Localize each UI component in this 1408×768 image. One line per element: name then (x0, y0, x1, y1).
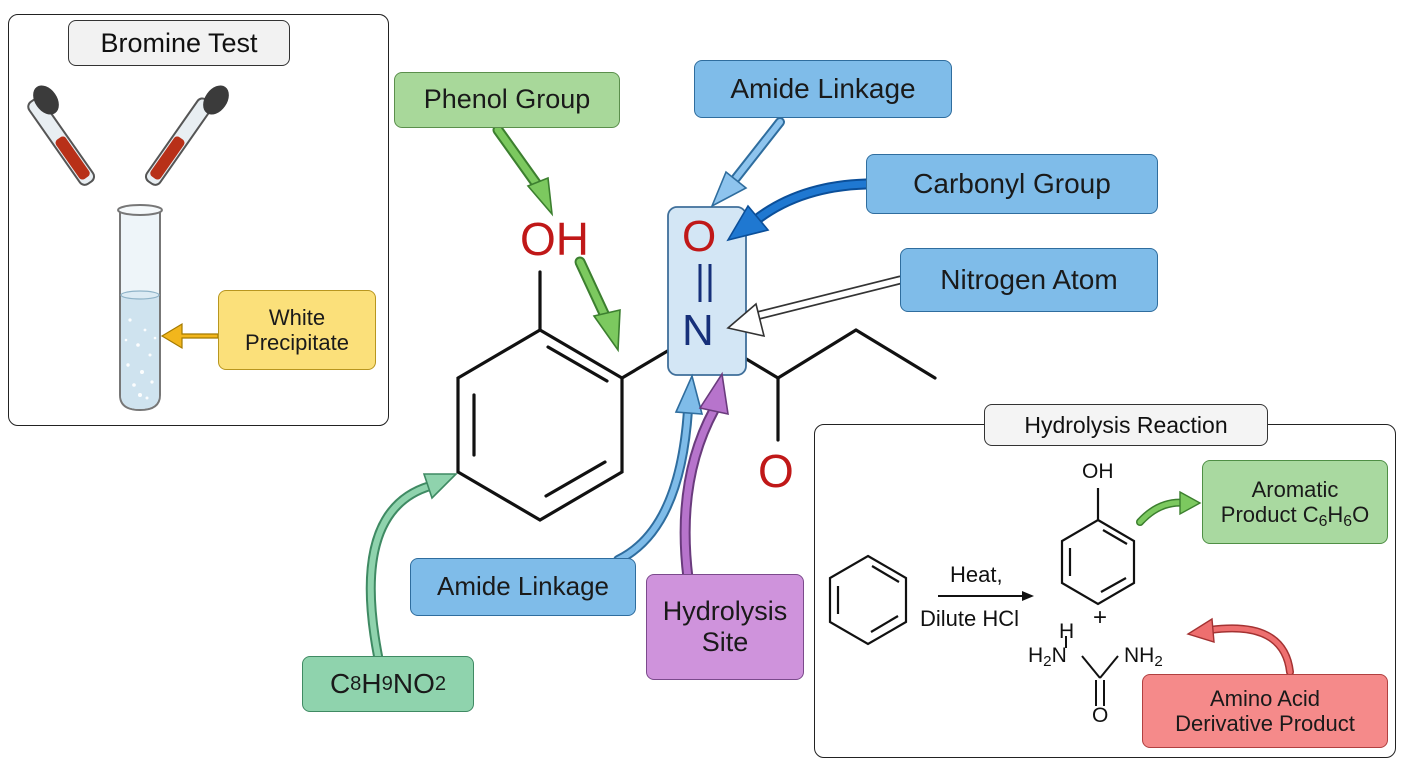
aromatic-sub-c: 6 (1318, 512, 1328, 530)
urea-structure (1065, 636, 1119, 706)
phenol-oh-label: OH (1082, 460, 1114, 483)
n-o-double-bond (698, 264, 712, 302)
urea-right-sub: 2 (1154, 652, 1163, 670)
bromine-test-panel (8, 14, 389, 426)
oh-atom-label: OH (520, 213, 589, 265)
amide-bottom-arrow (613, 373, 704, 565)
plus-sign: + (1093, 604, 1108, 631)
condition-heat: Heat, (950, 562, 1003, 587)
urea-h-top: H (1059, 620, 1075, 643)
amide-top-arrow (710, 117, 785, 208)
white-precipitate-label: White Precipitate (218, 290, 376, 370)
amino-product-line1: Amino Acid (1209, 685, 1321, 711)
urea-left-n: N (1051, 644, 1067, 667)
urea-left-sub: 2 (1043, 652, 1052, 670)
ethyl-bond-1 (776, 328, 858, 380)
hydrolysis-site-label: Hydrolysis Site (646, 574, 804, 680)
reactant-benzene (828, 554, 908, 646)
right-dropper (144, 85, 229, 186)
amino-product-arrow (1186, 617, 1294, 676)
benzene-ring (456, 328, 624, 522)
ring-n-bond (620, 344, 678, 380)
phenol-arrow (492, 124, 554, 217)
urea-right-nh2: NH2 (1124, 644, 1163, 670)
white-precipitate-line2: Precipitate (245, 330, 349, 355)
urea-left-h: H (1028, 644, 1044, 667)
nitrogen-arrow (726, 275, 905, 338)
hydrolysis-site-line1: Hydrolysis (662, 595, 788, 626)
carbonyl-arrow (726, 178, 872, 242)
bottom-oxygen-atom: O (758, 445, 794, 497)
amide-linkage-bottom-label: Amide Linkage (410, 558, 636, 616)
test-tube (117, 204, 163, 412)
formula-arrow (365, 473, 458, 661)
aromatic-product-line2: Product C6H6O (1220, 502, 1370, 530)
white-precipitate-line1: White (268, 304, 326, 330)
phenol-product (1060, 488, 1136, 606)
reaction-arrow (938, 591, 1034, 601)
urea-left-nh2: H2N (1028, 644, 1067, 670)
aromatic-product-label: Aromatic Product C6H6O (1202, 460, 1388, 544)
aromatic-sub-h: 6 (1343, 512, 1353, 530)
nitrogen-atom: N (682, 306, 714, 355)
urea-oxygen: O (1092, 704, 1109, 727)
hydrolysis-title: Hydrolysis Reaction (984, 404, 1268, 446)
aromatic-product-prefix: Product C (1220, 502, 1319, 527)
carbonyl-group-label: Carbonyl Group (866, 154, 1158, 214)
n-o-highlight-box (667, 206, 747, 376)
aromatic-o: O (1352, 502, 1370, 527)
ethyl-bond-2 (854, 328, 937, 380)
precipitate-arrow (160, 322, 219, 350)
ring-double-bond-1 (546, 345, 609, 383)
condition-hcl: Dilute HCl (920, 606, 1020, 631)
ring-double-bond-2 (544, 460, 607, 498)
formula-c: C (329, 667, 351, 699)
aromatic-product-line1: Aromatic (1251, 476, 1339, 502)
hydrolysis-arrow (679, 371, 729, 584)
nitrogen-atom-label: Nitrogen Atom (900, 248, 1158, 312)
top-oxygen-atom: O (682, 212, 717, 261)
phenol-group-label: Phenol Group (394, 72, 620, 128)
aromatic-product-arrow (1136, 490, 1202, 526)
bromine-test-title: Bromine Test (68, 20, 290, 66)
left-dropper (27, 85, 96, 186)
amide-linkage-top-label: Amide Linkage (694, 60, 952, 118)
amino-product-line2: Derivative Product (1175, 711, 1355, 736)
test-tube-illustration (27, 85, 229, 412)
formula-rest: NO (392, 667, 435, 699)
formula-h: H (361, 667, 382, 699)
aromatic-h: H (1327, 502, 1344, 527)
hydrolysis-site-line2: Site (701, 627, 749, 657)
oh-to-ring-arrow (574, 256, 621, 353)
amino-acid-product-label: Amino Acid Derivative Product (1142, 674, 1388, 748)
urea-right-nh: NH (1124, 644, 1155, 667)
